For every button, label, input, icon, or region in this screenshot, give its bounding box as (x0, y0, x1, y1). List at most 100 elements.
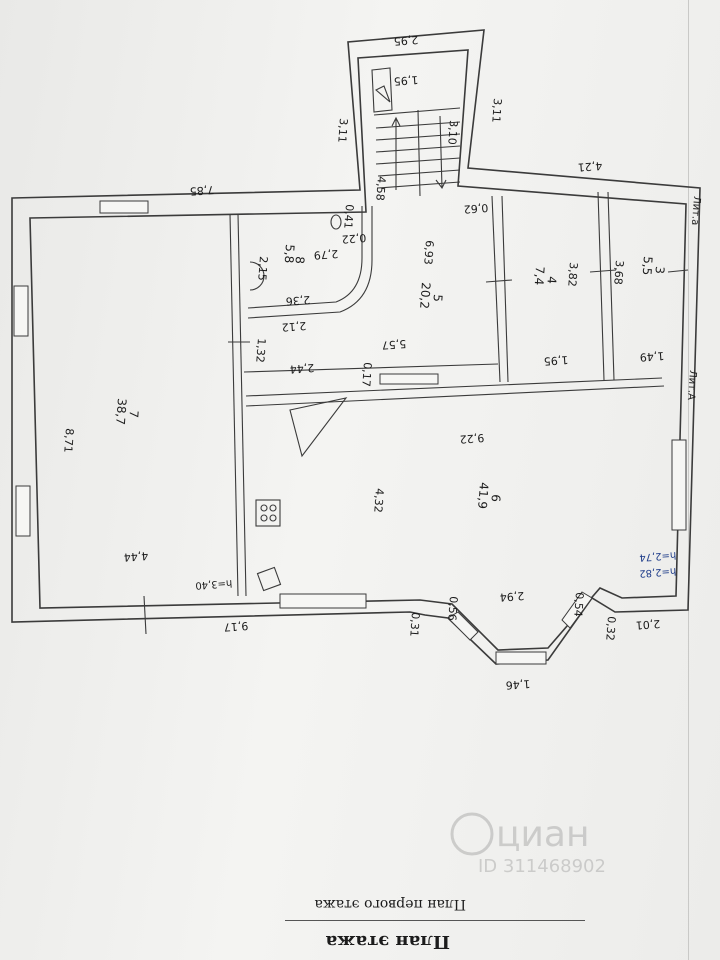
room-4-no: 4 (544, 276, 558, 285)
dim-tick (143, 595, 147, 635)
dim-tick (485, 279, 513, 283)
partition-room4 (491, 195, 501, 383)
window-bay (495, 651, 547, 665)
room-labels: 7 38,7 8 5,8 5 20,2 4 7,4 3 5,5 6 41,9 (113, 244, 667, 510)
dim-room3-b: 1,49 (639, 349, 664, 364)
dim-right-top: 4,21 (577, 159, 602, 174)
section-labels: Лит.а Лит.А h=3,40 h=2,74 h=2,82 (195, 196, 702, 591)
stair-arrow-down (435, 115, 447, 190)
shower-icon (249, 261, 265, 291)
window-top-left (99, 200, 149, 214)
dim-bath-b: 0,22 (341, 231, 366, 246)
partition-hall (245, 385, 665, 407)
dim-top: 2,95 (393, 33, 418, 48)
dimension-labels: 2,95 3,11 3,11 1,95 3,10 4,58 7,85 4,21 … (61, 33, 664, 692)
dim-hall-a: 0,62 (463, 201, 488, 216)
partition-room4-2 (501, 195, 509, 383)
room-3-no: 3 (652, 266, 666, 275)
sheet-edge (688, 0, 689, 960)
fixtures (143, 214, 689, 635)
dim-bay-side-l: 0,31 (407, 612, 422, 637)
dim-tick (589, 269, 617, 273)
dim-bottom-left: 9,17 (223, 619, 248, 634)
room-7-area: 38,7 (113, 398, 129, 426)
partition-hall-2 (245, 377, 663, 397)
dim-bath-d: 2,15 (255, 256, 270, 281)
room-5-no: 5 (430, 294, 444, 303)
dim-bath-e: 2,36 (285, 293, 310, 308)
dim-bay-l: 0,56 (445, 596, 460, 621)
dim-bay-r: 0,54 (571, 592, 586, 617)
room-6-area: 41,9 (475, 482, 491, 510)
inner-wall-outline (29, 49, 687, 651)
stove-icon (255, 499, 281, 527)
dim-big-b: 4,32 (371, 488, 386, 513)
dim-bath-f: 2,12 (281, 319, 306, 334)
dim-stair-left: 3,11 (335, 118, 350, 143)
dim-bay-bottom: 1,46 (505, 677, 530, 692)
dim-stair-inner-v: 3,10 (445, 120, 460, 145)
outer-wall-outline (11, 29, 701, 665)
window-left-1 (13, 285, 29, 337)
stair-landing (371, 67, 393, 113)
h-right-label-2: h=2,82 (639, 565, 677, 579)
dim-bath-a: 0,41 (341, 204, 356, 229)
dim-left-inner: 4,44 (123, 549, 148, 564)
dim-room4-a: 3,82 (565, 262, 580, 287)
plan-caption: План первого этажа (315, 896, 467, 912)
windows (13, 200, 687, 665)
outer-walls (11, 29, 701, 665)
stove-burner-icon (269, 504, 277, 512)
partition-room3 (597, 191, 605, 381)
bath-bottom (243, 363, 499, 373)
dim-hall-d: 2,44 (289, 361, 314, 376)
lit-A-label: Лит.А (685, 370, 698, 401)
dim-room3-a: 3,68 (611, 260, 626, 285)
watermark-id: ID 311468902 (478, 856, 606, 877)
partition-left (237, 213, 247, 597)
window-bay-right (561, 591, 593, 629)
bath-curve (247, 206, 373, 319)
window-left-2 (15, 485, 31, 537)
dim-right-bottom: 2,01 (635, 617, 660, 632)
dim-bath-g: 1,32 (253, 338, 268, 363)
fireplace-icon (289, 397, 348, 458)
room-3-area: 5,5 (640, 256, 655, 276)
stair-arrow-up (391, 116, 401, 190)
dim-left-top: 7,85 (189, 183, 214, 198)
window-right (671, 439, 687, 531)
dim-bath-c: 2,79 (313, 247, 338, 262)
dim-stair-bottom: 4,58 (373, 176, 388, 201)
dim-room4-b: 1,95 (543, 353, 568, 368)
stove-burner-icon (260, 504, 268, 512)
watermark-brand: циан (496, 814, 590, 855)
plan-stamp: План этажа (325, 931, 450, 952)
dim-hall-c: 5,57 (381, 337, 406, 352)
partition-left-2 (229, 213, 239, 597)
dim-stair-inner-top: 1,95 (393, 73, 418, 88)
stove-burner-icon (269, 514, 277, 522)
dim-hall-e: 0,17 (359, 362, 374, 387)
room-4-area: 7,4 (532, 266, 547, 286)
window-bay-left (447, 611, 479, 641)
dim-stair-right: 3,11 (489, 98, 504, 123)
lit-a-label: Лит.а (689, 196, 702, 226)
h-left-label: h=3,40 (195, 577, 233, 591)
stair-divider (417, 109, 421, 197)
stairs (371, 67, 461, 197)
window-bottom (279, 593, 367, 609)
sink-icon (256, 566, 282, 592)
dim-hall-b: 6,93 (421, 240, 436, 265)
toilet-icon (330, 214, 342, 230)
watermark: циан ID 311468902 (450, 812, 606, 877)
room-5-area: 20,2 (417, 282, 433, 310)
footer-rule (285, 920, 585, 921)
room-8-no: 8 (292, 256, 306, 265)
watermark-logo-icon (450, 812, 494, 856)
partition-room3-2 (607, 191, 615, 381)
stove-burner-icon (260, 514, 268, 522)
window-inner-hall (379, 373, 439, 385)
dim-tick (667, 269, 689, 273)
